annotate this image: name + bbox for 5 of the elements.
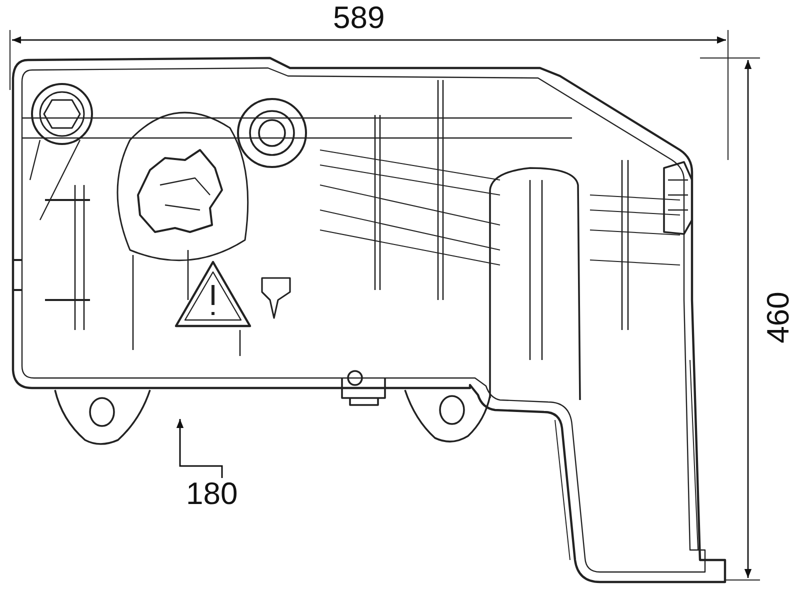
leader-line [176, 419, 223, 478]
expansion-tank-drawing [12, 56, 726, 584]
dimension-text: 460 [762, 292, 794, 344]
dimension-text: 589 [333, 2, 385, 33]
dimension-text: 180 [186, 478, 238, 509]
